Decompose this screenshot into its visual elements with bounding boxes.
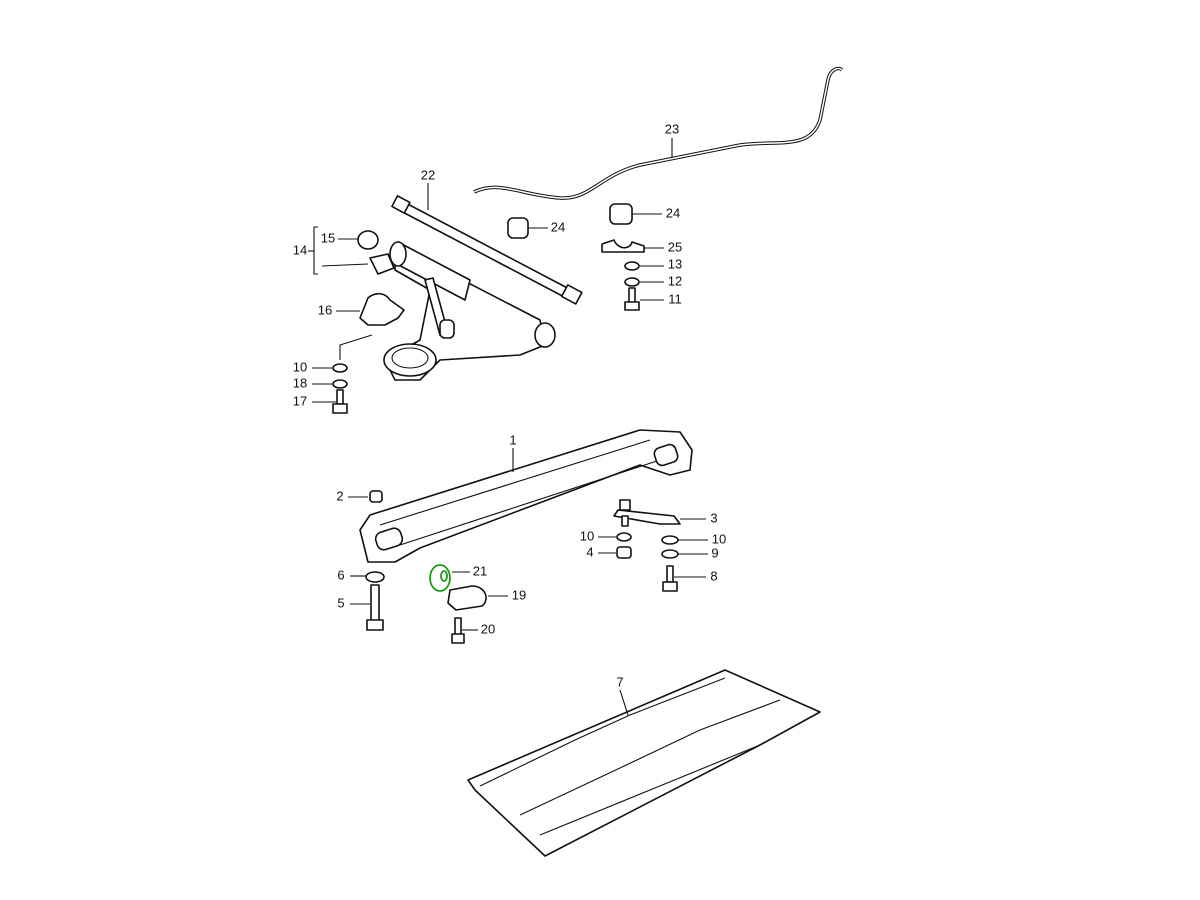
callout-8[interactable]: 8 <box>710 568 717 583</box>
clamp-25[interactable] <box>601 239 645 253</box>
callout-25[interactable]: 25 <box>668 239 682 254</box>
bracket-19[interactable] <box>447 585 487 611</box>
callout-10[interactable]: 10 <box>293 359 307 374</box>
callout-10[interactable]: 10 <box>580 528 594 543</box>
bolt-17[interactable] <box>332 389 348 414</box>
bushing-24a[interactable] <box>507 217 529 239</box>
callout-4[interactable]: 4 <box>586 544 593 559</box>
bushing-24b[interactable] <box>609 203 633 225</box>
washer-10c[interactable] <box>661 535 679 545</box>
bolt-3[interactable] <box>619 499 631 527</box>
callout-12[interactable]: 12 <box>668 273 682 288</box>
bolt-8[interactable] <box>662 565 678 592</box>
bolt-11[interactable] <box>624 287 640 311</box>
callout-1[interactable]: 1 <box>509 432 516 447</box>
washer-13[interactable] <box>624 261 640 271</box>
control-arm[interactable] <box>383 241 556 381</box>
bushing-21[interactable] <box>429 564 451 592</box>
callout-14[interactable]: 14 <box>293 242 307 257</box>
washer-6[interactable] <box>365 571 385 583</box>
torsion-bar[interactable] <box>391 195 583 305</box>
callout-24[interactable]: 24 <box>666 205 680 220</box>
skid-plate[interactable] <box>467 669 821 857</box>
callout-11[interactable]: 11 <box>668 291 682 306</box>
callout-18[interactable]: 18 <box>293 375 307 390</box>
washer-9[interactable] <box>661 549 679 559</box>
bracket-14[interactable] <box>369 253 395 275</box>
callout-21[interactable]: 21 <box>473 563 487 578</box>
callout-6[interactable]: 6 <box>337 567 344 582</box>
bracket-3[interactable] <box>613 509 681 525</box>
washer-10b[interactable] <box>616 532 632 542</box>
callout-2[interactable]: 2 <box>336 488 343 503</box>
cross-member[interactable] <box>359 429 693 563</box>
bolt-5[interactable] <box>366 584 384 631</box>
callout-19[interactable]: 19 <box>512 587 526 602</box>
washer-18[interactable] <box>332 379 348 389</box>
callout-9[interactable]: 9 <box>711 545 718 560</box>
callout-17[interactable]: 17 <box>293 393 307 408</box>
callout-5[interactable]: 5 <box>337 595 344 610</box>
leader-lines <box>308 138 708 716</box>
callout-10[interactable]: 10 <box>712 531 726 546</box>
callout-13[interactable]: 13 <box>668 256 682 271</box>
nut-2[interactable] <box>369 490 383 503</box>
callout-3[interactable]: 3 <box>710 510 717 525</box>
callout-7[interactable]: 7 <box>616 674 623 689</box>
stabilizer-bar[interactable] <box>473 66 844 200</box>
clamp-16[interactable] <box>359 292 405 326</box>
callout-15[interactable]: 15 <box>321 230 335 245</box>
bolt-20[interactable] <box>451 617 465 644</box>
washer-10a[interactable] <box>332 363 348 373</box>
callout-22[interactable]: 22 <box>421 167 435 182</box>
callout-20[interactable]: 20 <box>481 621 495 636</box>
cap-15[interactable] <box>357 230 379 250</box>
callout-16[interactable]: 16 <box>318 302 332 317</box>
callout-23[interactable]: 23 <box>665 121 679 136</box>
nut-4[interactable] <box>616 546 632 559</box>
washer-12[interactable] <box>624 277 640 287</box>
callout-24[interactable]: 24 <box>551 219 565 234</box>
